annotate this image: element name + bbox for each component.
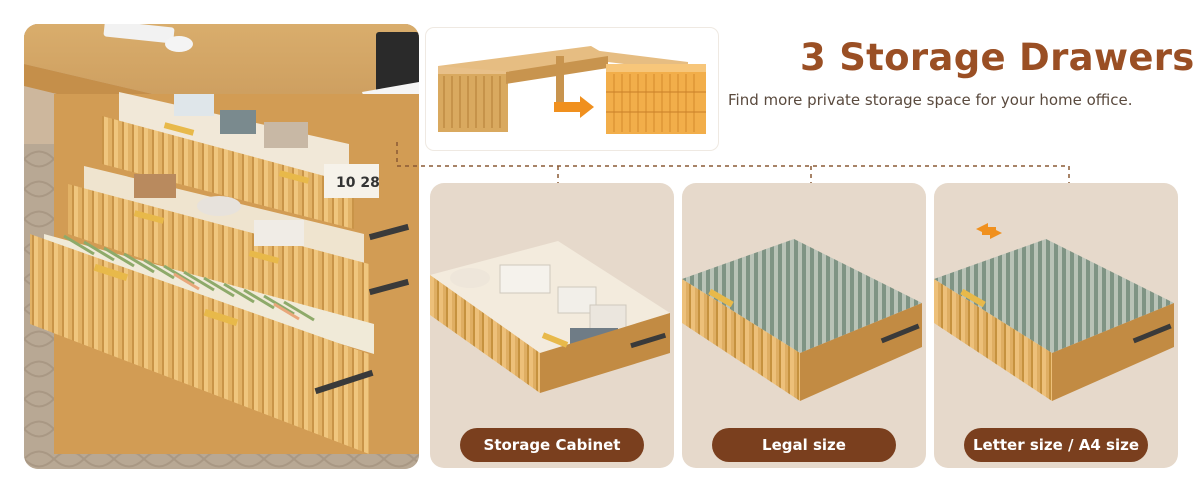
- l-shaped-desk-thumbnail: [426, 28, 718, 150]
- letter-size-panel: Letter size / A4 size: [934, 183, 1178, 468]
- resize-arrows-icon: [976, 223, 1002, 239]
- dashed-connector: [396, 142, 1070, 184]
- book-label: 10 28: [336, 175, 380, 191]
- storage-cabinet-label: Storage Cabinet: [460, 428, 644, 462]
- legal-size-label: Legal size: [712, 428, 896, 462]
- page-title: 3 Storage Drawers: [800, 36, 1195, 79]
- page-subtitle: Find more private storage space for your…: [728, 91, 1133, 109]
- storage-cabinet-panel: Storage Cabinet: [430, 183, 674, 468]
- legal-size-panel: Legal size: [682, 183, 926, 468]
- orange-arrow-icon: [554, 96, 594, 118]
- letter-size-label: Letter size / A4 size: [964, 428, 1148, 462]
- drawer-cabinet-photo: 10 28: [24, 24, 419, 469]
